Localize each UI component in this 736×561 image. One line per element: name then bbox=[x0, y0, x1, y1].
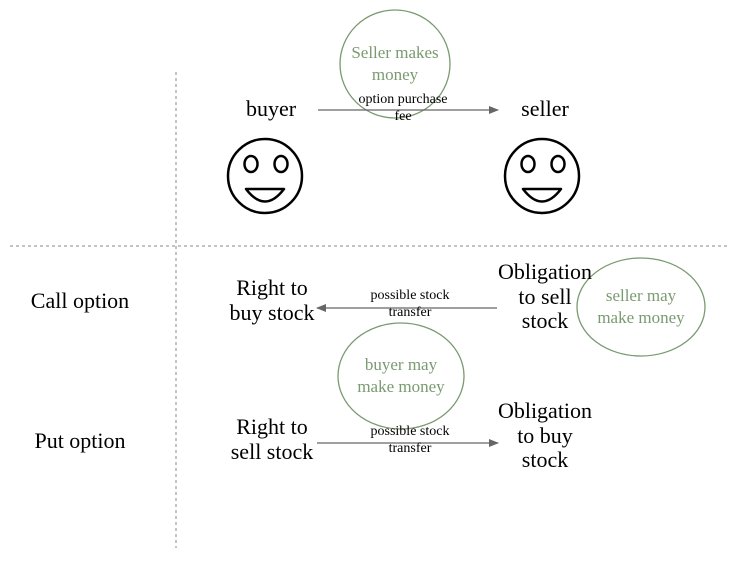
put-seller-obligation: Obligation to buy stock bbox=[497, 398, 593, 473]
buyer-label: buyer bbox=[245, 96, 297, 121]
put-bubble-text: buyer may make money bbox=[357, 355, 445, 397]
call-bubble-shape bbox=[576, 257, 706, 357]
call-option-label: Call option bbox=[30, 288, 130, 313]
put-option-label: Put option bbox=[34, 428, 126, 453]
put-transfer-label: possible stock transfer bbox=[370, 424, 450, 456]
put-bubble-shape bbox=[337, 322, 465, 430]
smiley-face-icon bbox=[226, 137, 304, 215]
call-bubble-text: seller may make money bbox=[597, 286, 685, 328]
seller-money-bubble-shape bbox=[339, 9, 451, 119]
smiley-face-icon bbox=[503, 137, 581, 215]
call-seller-obligation: Obligation to sell stock bbox=[497, 259, 593, 334]
put-buyer-right: Right to sell stock bbox=[230, 414, 314, 464]
call-transfer-label: possible stock transfer bbox=[370, 288, 450, 320]
seller-label: seller bbox=[521, 96, 569, 121]
call-buyer-right: Right to buy stock bbox=[229, 275, 315, 325]
seller-money-bubble-text: Seller makes money bbox=[351, 43, 439, 85]
fee-arrow-label: option purchase fee bbox=[358, 92, 448, 124]
